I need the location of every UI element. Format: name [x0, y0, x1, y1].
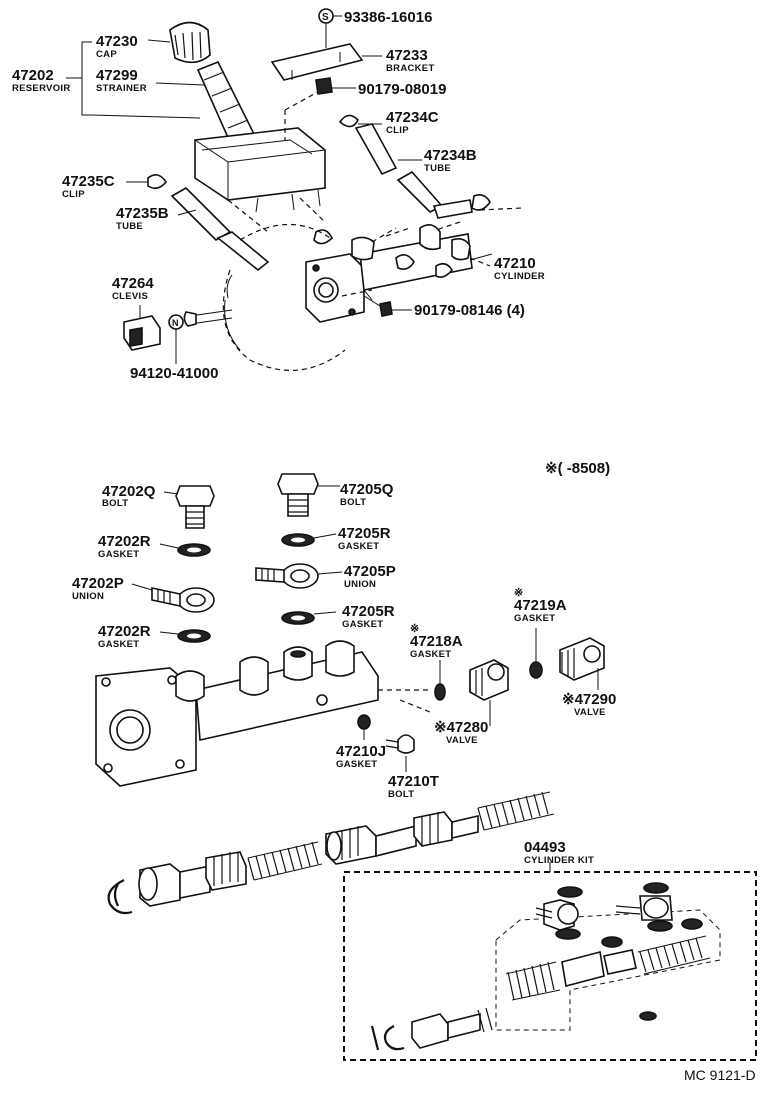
label-number-47202p: 47202P — [72, 575, 124, 592]
label-number-47218a: 47218A — [410, 633, 463, 650]
label-number-47202r-2: 47202R — [98, 623, 151, 640]
label-name-clip-1: CLIP — [386, 125, 409, 136]
label-number-47205r-1: 47205R — [338, 525, 391, 542]
label-mark-47218a: ※ — [410, 623, 420, 635]
label-name-union-2: UNION — [344, 579, 376, 590]
label-number-90179-08019: 90179-08019 — [358, 81, 446, 98]
label-name-cylinder-kit: CYLINDER KIT — [524, 855, 594, 866]
label-name-bracket: BRACKET — [386, 63, 435, 74]
label-number-47202q: 47202Q — [102, 483, 156, 500]
label-number-47290: ※47290 — [562, 691, 616, 708]
label-number-04493: 04493 — [524, 839, 566, 856]
label-name-gasket-6: GASKET — [514, 613, 555, 624]
label-number-47264: 47264 — [112, 275, 154, 292]
label-name-valve-2: VALVE — [446, 735, 478, 746]
date-range-note: ※( -8508) — [545, 460, 610, 477]
cylinder-47210-drawing — [305, 224, 493, 323]
label-number-47210t: 47210T — [388, 773, 439, 790]
bracket-drawing — [270, 8, 382, 95]
label-number-47234c: 47234C — [386, 109, 439, 126]
label-number-47202: 47202 — [12, 67, 54, 84]
label-name-gasket-2: GASKET — [338, 541, 379, 552]
label-name-union-1: UNION — [72, 591, 104, 602]
label-number-47219a: 47219A — [514, 597, 567, 614]
label-number-90179-08146: 90179-08146 (4) — [414, 302, 525, 319]
label-number-47205r-2: 47205R — [342, 603, 395, 620]
label-name-valve-1: VALVE — [574, 707, 606, 718]
cylinder-kit-box — [343, 862, 757, 1061]
brake-booster-drawing — [183, 223, 346, 371]
reservoir-assembly-drawing — [66, 21, 326, 233]
label-name-gasket-4: GASKET — [342, 619, 383, 630]
piston-assembly-drawing — [107, 791, 555, 915]
label-name-gasket-3: GASKET — [98, 639, 139, 650]
left-port-parts-drawing — [131, 485, 215, 643]
label-number-93386-16016: 93386-16016 — [344, 9, 432, 26]
label-number-47233: 47233 — [386, 47, 428, 64]
label-number-47230: 47230 — [96, 33, 138, 50]
label-number-47210j: 47210J — [336, 743, 386, 760]
figure-code: MC 9121-D — [684, 1067, 756, 1083]
label-number-47205p: 47205P — [344, 563, 396, 580]
bottom-labels: 47202Q BOLT 47205Q BOLT 47202R GASKET 47… — [72, 481, 616, 866]
label-name-tube-2: TUBE — [116, 221, 143, 232]
label-name-cap: CAP — [96, 49, 117, 60]
label-name-gasket-1: GASKET — [98, 549, 139, 560]
label-name-reservoir: RESERVOIR — [12, 83, 71, 94]
label-number-47235b: 47235B — [116, 205, 169, 222]
cylinder-body-drawing — [95, 640, 431, 787]
clevis-drawing — [123, 305, 184, 364]
marker-n: N — [172, 318, 179, 328]
label-number-47299: 47299 — [96, 67, 138, 84]
label-name-tube-1: TUBE — [424, 163, 451, 174]
label-name-gasket-7: GASKET — [336, 759, 377, 770]
valve-parts-drawing — [357, 628, 605, 772]
label-name-strainer: STRAINER — [96, 83, 147, 94]
label-name-bolt-2: BOLT — [340, 497, 366, 508]
label-number-47235c: 47235C — [62, 173, 115, 190]
right-port-parts-drawing — [255, 473, 343, 625]
label-name-bolt-3: BOLT — [388, 789, 414, 800]
label-number-47202r-1: 47202R — [98, 533, 151, 550]
label-number-47210: 47210 — [494, 255, 536, 272]
label-name-gasket-5: GASKET — [410, 649, 451, 660]
tube-clips-drawing — [126, 114, 523, 272]
label-number-47205q: 47205Q — [340, 481, 394, 498]
label-name-clevis: CLEVIS — [112, 291, 148, 302]
top-labels: 47230 CAP 47202 RESERVOIR 47299 STRAINER… — [12, 9, 545, 382]
label-name-bolt-1: BOLT — [102, 498, 128, 509]
label-name-cylinder: CYLINDER — [494, 271, 545, 282]
label-number-47234b: 47234B — [424, 147, 477, 164]
label-mark-47219a: ※ — [514, 587, 524, 599]
label-name-clip-2: CLIP — [62, 189, 85, 200]
marker-s: S — [322, 12, 329, 23]
label-number-94120-41000: 94120-41000 — [130, 365, 218, 382]
label-number-47280: ※47280 — [434, 719, 488, 736]
